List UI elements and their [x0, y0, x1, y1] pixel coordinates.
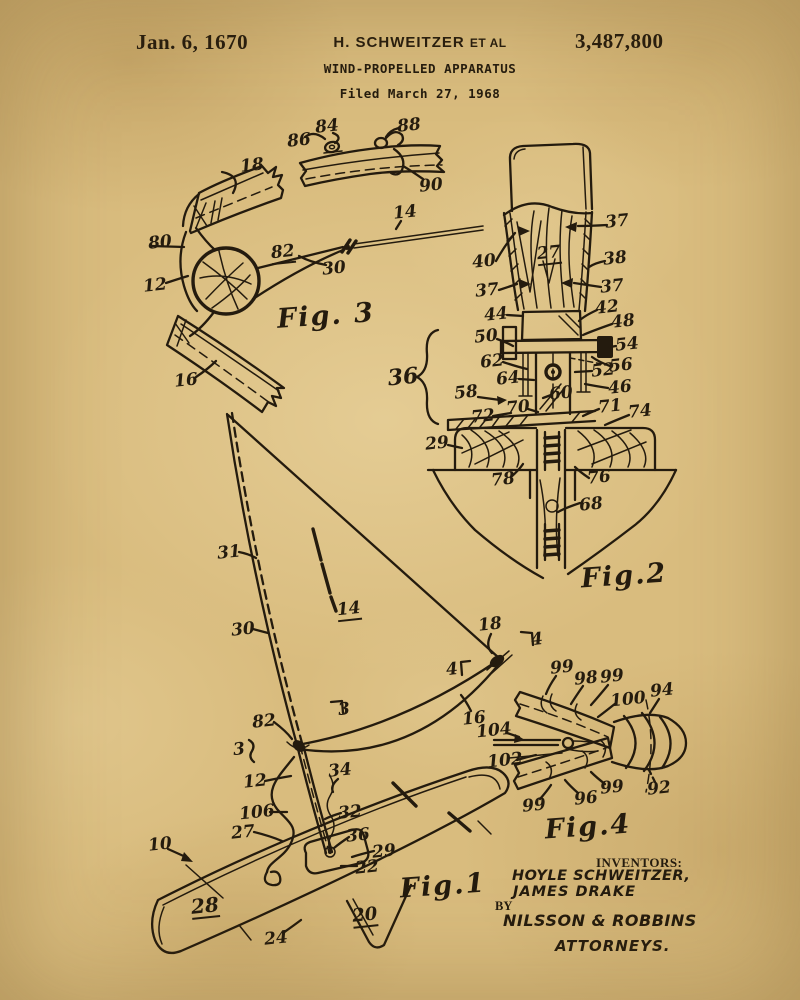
ref-numeral-fig2-70-19: 70 [505, 396, 531, 419]
ref-numeral-fig2-40-0: 40 [471, 250, 497, 273]
ref-numeral-fig4-92-10: 92 [646, 777, 672, 800]
ref-numeral-fig2-37-5: 37 [599, 275, 625, 298]
figure-1-sail [225, 411, 513, 753]
figure-3-ropes [179, 192, 484, 338]
inventor-signature-1: HOYLE SCHWEITZER, [512, 868, 691, 884]
ref-numeral-fig4-99-2: 99 [599, 665, 625, 688]
attorneys-label: ATTORNEYS. [555, 937, 671, 955]
ref-numeral-fig1-3-7: 3 [337, 698, 351, 721]
ref-numeral-fig1-4-5: 4 [445, 658, 459, 681]
ref-numeral-fig1-31-0: 31 [216, 541, 242, 564]
ref-numeral-fig3-84-2: 84 [314, 115, 340, 138]
ref-numeral-fig3-12-9: 12 [142, 274, 168, 297]
figure-4-outhaul [492, 736, 601, 759]
ref-numeral-fig1-27-12: 27 [230, 821, 256, 844]
caption-fig2: Fig.2 [579, 557, 669, 595]
figure-1-leader-lines [166, 550, 535, 935]
ref-numeral-fig2-50-9: 50 [473, 325, 499, 348]
ref-numeral-fig3-14-5: 14 [392, 201, 418, 224]
inventor-signature-2: JAMES DRAKE [513, 884, 637, 900]
ref-numeral-fig2-44-6: 44 [483, 303, 509, 326]
inventor-name: H. SCHWEITZER ET AL [290, 34, 550, 51]
figure-3-boom-detail [298, 130, 446, 188]
ref-numeral-fig2-72-22: 72 [470, 405, 496, 428]
inventor-name-suffix: ET AL [469, 36, 507, 50]
figure-3-leader-lines [150, 126, 425, 379]
ref-numeral-fig2-60-18: 60 [548, 382, 574, 405]
caption-fig1: Fig.1 [398, 867, 488, 905]
ref-numeral-fig2-78-24: 78 [490, 468, 516, 491]
ref-numeral-fig2-27-1: 27 [535, 241, 562, 267]
ref-numeral-fig2-74-21: 74 [627, 400, 653, 423]
figure-1-board [150, 766, 510, 955]
ref-numeral-fig2-29-23: 29 [424, 432, 450, 455]
ref-numeral-fig1-10-13: 10 [147, 833, 173, 856]
ref-numeral-fig1-3-9: 3 [232, 738, 246, 761]
ref-numeral-fig3-90-4: 90 [418, 174, 444, 197]
ref-numeral-fig3-86-1: 86 [286, 129, 312, 152]
ref-numeral-fig1-14-1: 14 [335, 597, 362, 623]
ref-numeral-fig3-30-8: 30 [321, 257, 347, 280]
figure-3-boom-upper [188, 164, 285, 235]
ref-numeral-fig3-88-3: 88 [396, 114, 422, 137]
ref-numeral-fig2-68-26: 68 [578, 493, 604, 516]
caption-fig4: Fig.4 [543, 808, 633, 846]
ref-numeral-fig4-99-9: 99 [599, 776, 625, 799]
ref-numeral-fig2-58-17: 58 [453, 381, 479, 404]
figure-2-sleeve [502, 202, 594, 313]
inventors-heading: INVENTORS: [596, 855, 683, 870]
figure-4-booms [512, 690, 688, 793]
patent-title: WIND-PROPELLED APPARATUS [323, 61, 517, 76]
ref-numeral-fig3-16-10: 16 [173, 369, 199, 392]
ref-numeral-fig2-48-8: 48 [610, 310, 636, 333]
ref-numeral-fig2-36-16: 36 [386, 362, 420, 392]
ref-numeral-fig1-34-14: 34 [327, 759, 353, 782]
ref-numeral-fig3-82-7: 82 [269, 240, 296, 266]
ref-numeral-fig1-12-10: 12 [242, 770, 268, 793]
ref-numeral-fig2-38-3: 38 [602, 247, 628, 270]
ref-numeral-fig4-102-6: 102 [486, 748, 524, 773]
figure-2-leader-lines [415, 222, 631, 514]
ref-numeral-fig4-100-3: 100 [609, 687, 647, 712]
inventor-name-main: H. SCHWEITZER [333, 34, 465, 51]
ref-numeral-fig1-82-8: 82 [251, 710, 277, 733]
ref-numeral-fig4-99-0: 99 [549, 656, 575, 679]
ref-numeral-fig2-71-20: 71 [597, 395, 623, 418]
ref-numeral-fig4-99-7: 99 [521, 794, 547, 817]
ref-numeral-fig3-80-6: 80 [147, 231, 173, 254]
ref-numeral-fig1-20-20: 20 [351, 903, 379, 929]
ref-numeral-fig4-96-8: 96 [573, 787, 599, 810]
patent-date: Jan. 6, 1670 [136, 30, 249, 54]
figure-3-boom-lower [165, 314, 286, 414]
ref-numeral-fig2-54-10: 54 [614, 333, 640, 356]
ref-numeral-fig3-18-0: 18 [239, 154, 265, 177]
figure-4-leader-lines [505, 674, 661, 801]
ref-numeral-fig1-22-18: 22 [354, 856, 380, 879]
ref-numeral-fig4-104-5: 104 [475, 718, 513, 743]
ref-numeral-fig2-64-13: 64 [495, 367, 521, 390]
figure-3-pulley [191, 246, 261, 316]
figure-2-mast-head [508, 142, 594, 213]
ref-numeral-fig1-24-21: 24 [263, 927, 289, 950]
ref-numeral-fig4-98-1: 98 [573, 667, 599, 690]
ref-numeral-fig2-76-25: 76 [586, 466, 612, 489]
figure-2-universal-joint [499, 309, 613, 416]
ref-numeral-fig1-32-15: 32 [337, 801, 363, 824]
by-label: BY [495, 899, 513, 913]
ref-numeral-fig1-18-3: 18 [477, 613, 503, 636]
patent-filed-date: Filed March 27, 1968 [339, 86, 501, 101]
figure-2-board-section [426, 409, 678, 580]
ref-numeral-fig2-37-4: 37 [474, 279, 500, 302]
ref-numeral-fig1-28-19: 28 [189, 892, 221, 920]
ref-numeral-fig1-106-11: 106 [238, 800, 276, 825]
attorney-firm-signature: NILSSON & ROBBINS [503, 911, 697, 930]
ref-numeral-fig4-94-4: 94 [649, 679, 675, 702]
patent-number: 3,487,800 [575, 29, 664, 53]
ref-numeral-fig2-37-2: 37 [604, 210, 630, 233]
ref-numeral-fig1-36-16: 36 [345, 824, 371, 847]
ref-numeral-fig1-4-4: 4 [530, 628, 544, 651]
ref-numeral-fig1-30-2: 30 [230, 618, 256, 641]
